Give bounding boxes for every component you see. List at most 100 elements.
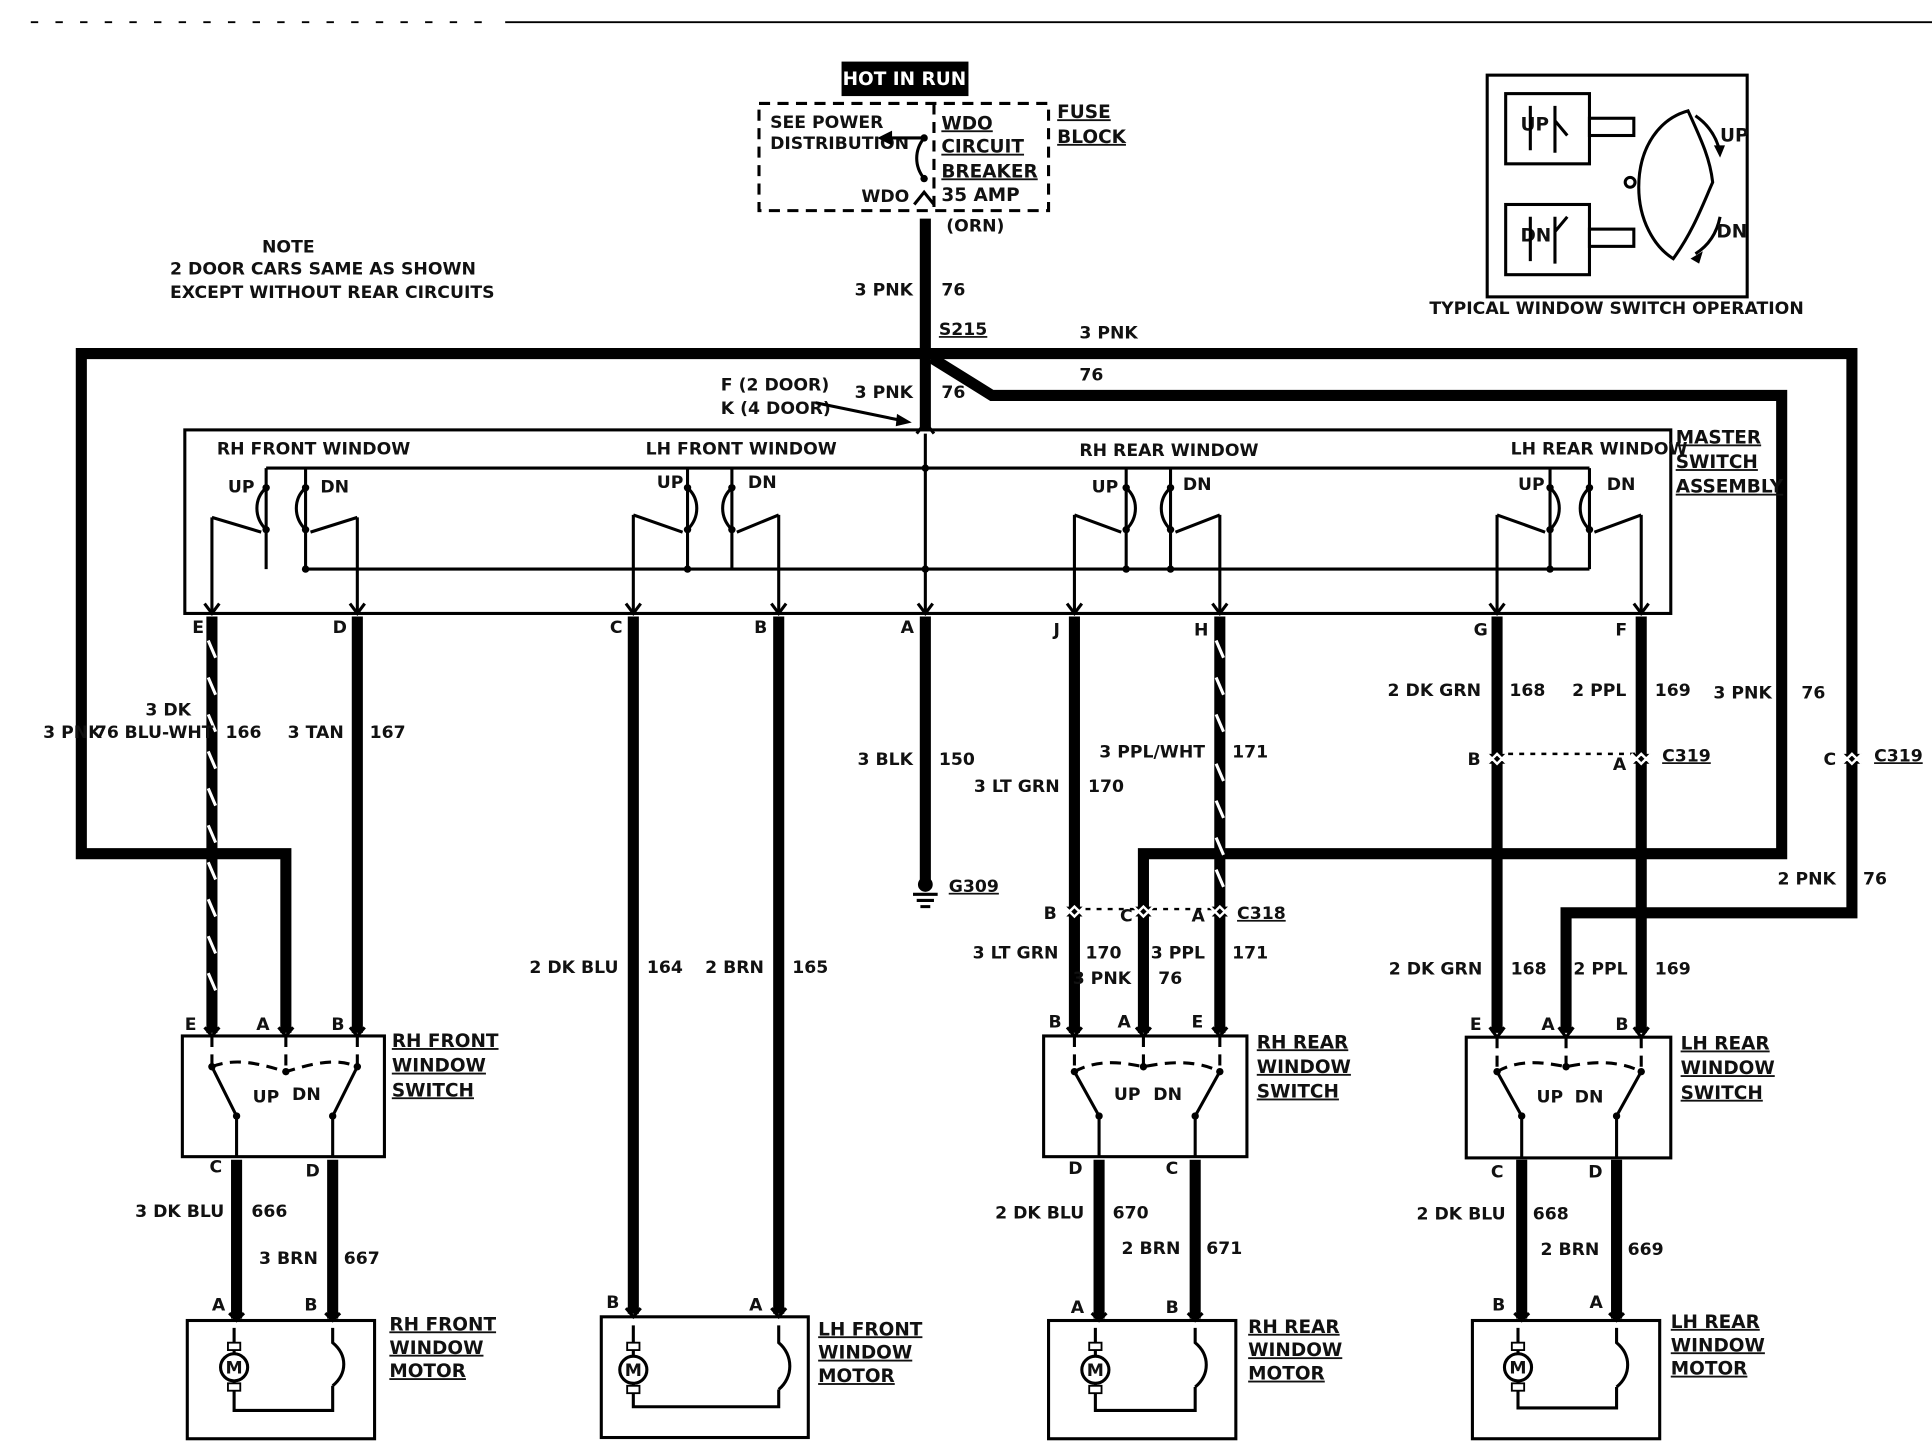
- w165-c: 165: [792, 958, 828, 978]
- lr-switch-title-1: LH REAR: [1681, 1034, 1770, 1055]
- c318-label: C318: [1237, 904, 1286, 924]
- w171b-g: 3 PPL: [1151, 943, 1205, 963]
- w170b-g: 3 LT GRN: [973, 943, 1059, 963]
- rf-up: UP: [253, 1087, 280, 1107]
- rr-term-c: C: [1166, 1159, 1179, 1179]
- w150-c: 150: [939, 750, 975, 770]
- lrm-term-b: B: [1492, 1296, 1505, 1316]
- switch-operation-inset: UP DN UP DN TYPICAL WINDOW SWITCH OPERAT…: [1429, 73, 1804, 319]
- term-e: E: [192, 618, 204, 638]
- rf-dn: DN: [292, 1085, 321, 1105]
- motor-m-label: M: [625, 1361, 642, 1381]
- circuit-label: CIRCUIT: [941, 137, 1024, 158]
- rfm-title-1: RH FRONT: [389, 1314, 496, 1335]
- lfm-title-2: WINDOW: [818, 1343, 912, 1364]
- orn-label: (ORN): [946, 217, 1004, 237]
- rrm-term-b: B: [1166, 1298, 1179, 1318]
- lfm-term-a: A: [749, 1296, 763, 1316]
- motor-m-label: M: [1509, 1358, 1526, 1378]
- w167-c: 167: [370, 723, 406, 743]
- master-switch-assembly: MASTER SWITCH ASSEMBLY RH FRONT WINDOW L…: [183, 427, 1784, 617]
- master-section-lh-rear: UP DN: [1495, 468, 1643, 614]
- ground-icon: [913, 892, 938, 909]
- sw-in-circuit-label: 76: [941, 383, 965, 403]
- rfm-title-3: MOTOR: [389, 1361, 466, 1382]
- lr-switch-title-2: WINDOW: [1681, 1058, 1775, 1079]
- see-power-label: SEE POWER: [770, 113, 883, 133]
- fuse-block-title-2: BLOCK: [1057, 127, 1126, 148]
- dn-label: DN: [1183, 475, 1212, 495]
- wdo-label: WDO: [941, 113, 992, 134]
- up-label: UP: [1092, 478, 1119, 498]
- lr-up: UP: [1536, 1087, 1563, 1107]
- master-section-rh-front: UP DN: [210, 468, 359, 614]
- w669-g: 2 BRN: [1540, 1240, 1599, 1260]
- term-b: B: [754, 618, 767, 638]
- lfm-title-3: MOTOR: [818, 1366, 895, 1387]
- w166-a: 3 DK: [145, 701, 191, 721]
- rh-front-window-motor: A B M RH FRONT WINDOW MOTOR: [185, 1296, 496, 1441]
- inset-dn-label: DN: [1520, 225, 1551, 246]
- w669-c: 669: [1628, 1240, 1664, 1260]
- rr-switch-title-1: RH REAR: [1257, 1032, 1348, 1053]
- rr-term-a: A: [1118, 1012, 1132, 1032]
- rfm-term-a: A: [212, 1296, 226, 1316]
- master-rh-rear-label: RH REAR WINDOW: [1079, 441, 1258, 461]
- lr-term-c: C: [1491, 1163, 1504, 1183]
- rfm-title-2: WINDOW: [389, 1338, 483, 1359]
- rrm-title-2: WINDOW: [1248, 1340, 1342, 1361]
- master-lh-rear-label: LH REAR WINDOW: [1511, 440, 1688, 460]
- rf-term-c: C: [209, 1158, 222, 1178]
- lrm-title-3: MOTOR: [1671, 1359, 1748, 1380]
- note-line-1: 2 DOOR CARS SAME AS SHOWN: [170, 260, 476, 280]
- rr-term-e: E: [1191, 1012, 1203, 1032]
- dn-label: DN: [748, 473, 777, 493]
- term-d: D: [333, 618, 347, 638]
- w169b-c: 169: [1655, 959, 1691, 979]
- c319-pin-c: C: [1824, 750, 1837, 770]
- down-arrow-icon: [1690, 251, 1703, 264]
- left-circuit-label: 76: [95, 723, 119, 743]
- lh-rear-window-switch: E A B UP DN LH REAR WINDOW SWITCH C D: [1464, 1015, 1775, 1183]
- motor-wires: 3 DK BLU 666 3 BRN 667 2 DK BLU 670 2 BR…: [135, 1159, 1664, 1319]
- dn-label: DN: [320, 478, 349, 498]
- power-feed-wires: S215 3 PNK 76 3 PNK 76 3 PNK 76 3 PNK 76…: [43, 218, 1887, 1033]
- note-block: NOTE 2 DOOR CARS SAME AS SHOWN EXCEPT WI…: [170, 238, 495, 304]
- w164-g: 2 DK BLU: [529, 958, 618, 978]
- w667-g: 3 BRN: [259, 1249, 318, 1269]
- up-arrow-icon: [1713, 145, 1725, 158]
- lfm-title-1: LH FRONT: [818, 1319, 923, 1340]
- right-circuit-label: 76: [1801, 683, 1825, 703]
- feed-gauge-label: 3 PNK: [855, 281, 914, 301]
- w170b-c: 170: [1086, 943, 1122, 963]
- w169-c: 169: [1655, 681, 1691, 701]
- rr-switch-title-2: WINDOW: [1257, 1057, 1351, 1078]
- w171b-c: 171: [1232, 943, 1268, 963]
- term-f: F: [1615, 621, 1627, 641]
- up-label: UP: [228, 478, 255, 498]
- c319-label-1: C319: [1662, 746, 1711, 766]
- lrm-title-2: WINDOW: [1671, 1335, 1765, 1356]
- arrow-left-icon: [877, 130, 893, 146]
- master-section-rh-rear: UP DN: [1072, 468, 1222, 614]
- w165-g: 2 BRN: [705, 958, 764, 978]
- w167-g: 3 TAN: [288, 723, 344, 743]
- w671-g: 2 BRN: [1122, 1239, 1181, 1259]
- terminal-chevron-icon: [913, 189, 936, 206]
- master-terminal-arrows: [203, 602, 1650, 617]
- lr-term-d: D: [1588, 1163, 1602, 1183]
- right-gauge-label: 3 PNK: [1713, 683, 1772, 703]
- lh-front-window-motor: B A M LH FRONT WINDOW MOTOR: [599, 1293, 923, 1440]
- rr-term-b: B: [1049, 1012, 1062, 1032]
- note-title: NOTE: [262, 238, 315, 258]
- splice-label: S215: [939, 320, 987, 340]
- fuse-block-title-1: FUSE: [1057, 102, 1111, 123]
- hot-in-run-badge: HOT IN RUN: [841, 61, 969, 97]
- inset-caption: TYPICAL WINDOW SWITCH OPERATION: [1429, 299, 1803, 319]
- ground-g309: G309: [913, 877, 999, 909]
- master-rh-front-label: RH FRONT WINDOW: [217, 440, 410, 460]
- rh-rear-window-motor: A B M RH REAR WINDOW MOTOR: [1047, 1298, 1342, 1441]
- rf-term-e: E: [185, 1015, 197, 1035]
- lr-dn: DN: [1575, 1087, 1604, 1107]
- w76b-circuit-label: 76: [1863, 869, 1887, 889]
